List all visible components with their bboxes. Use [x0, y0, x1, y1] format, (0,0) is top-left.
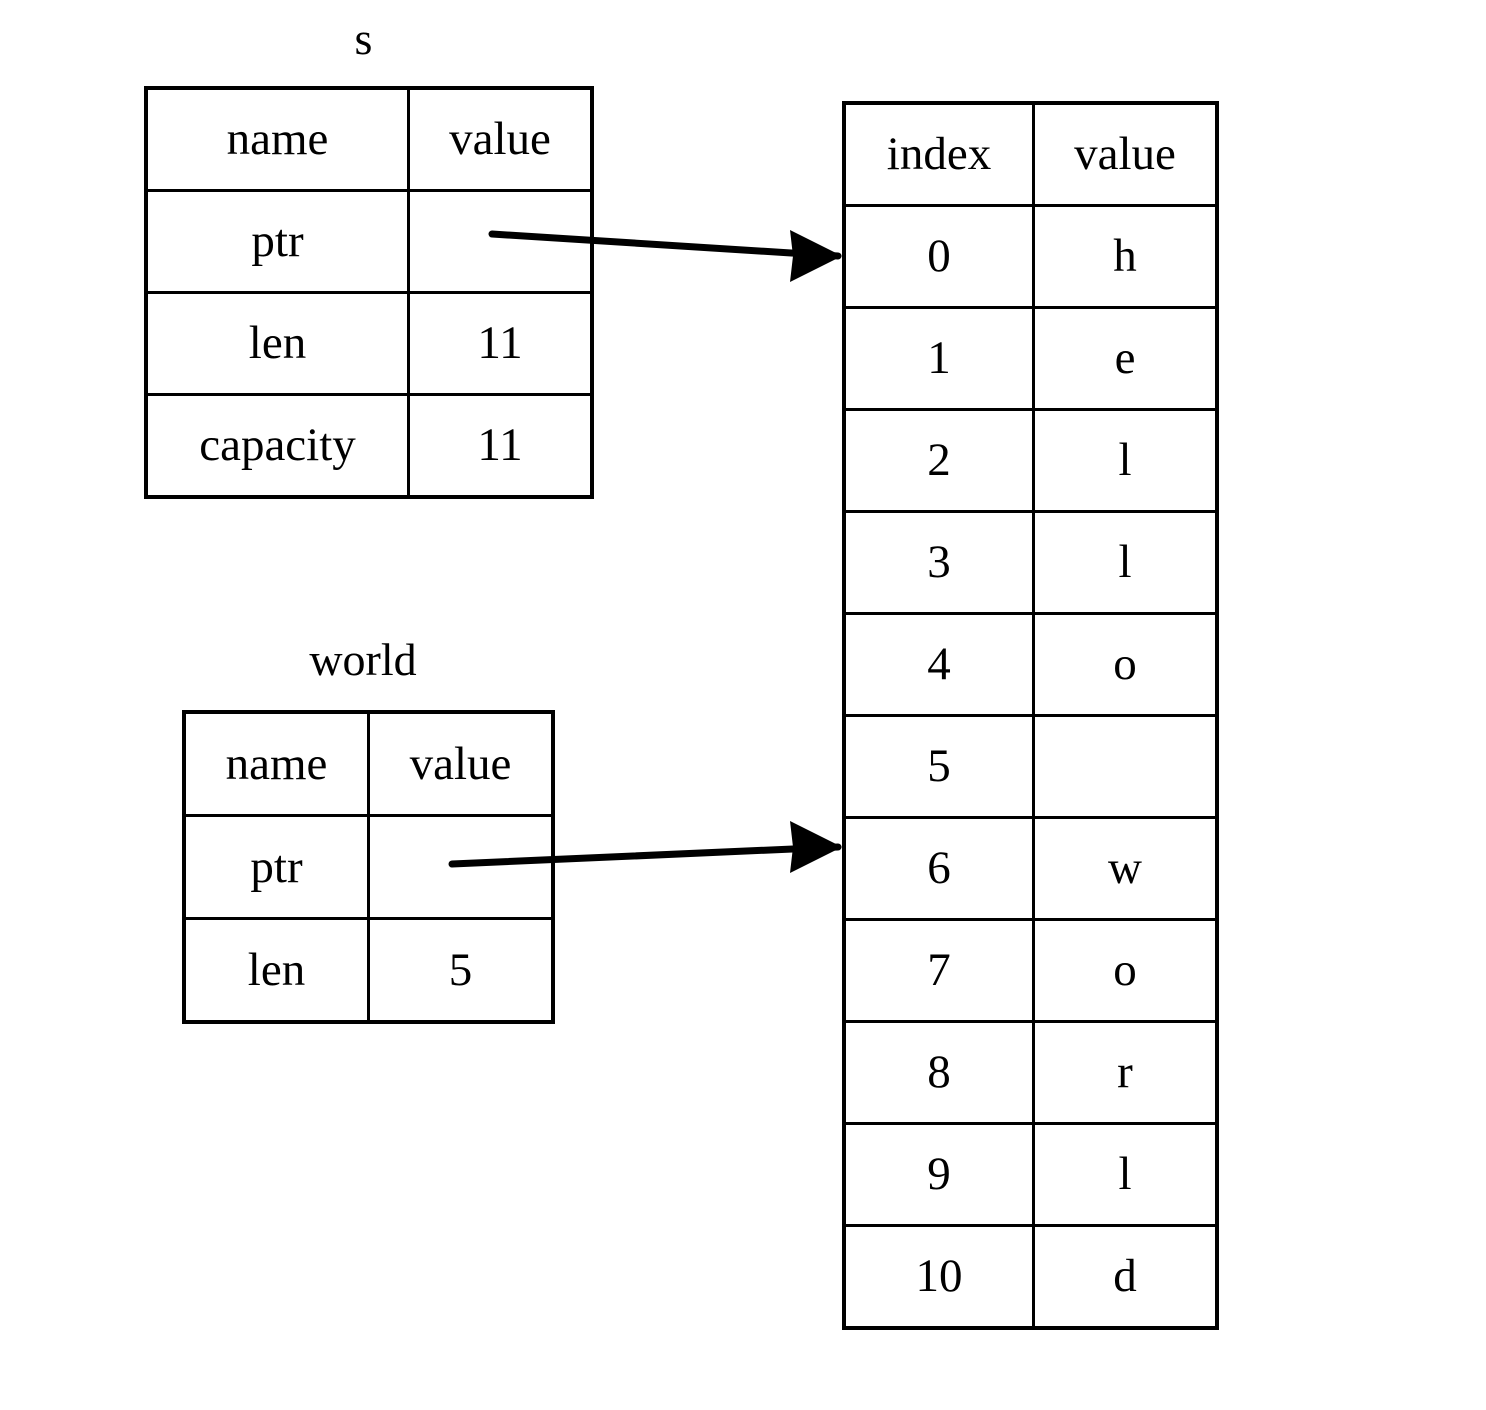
buffer-value-8: r	[1032, 1020, 1219, 1125]
world-header-name: name	[182, 710, 370, 817]
buffer-value-7: o	[1032, 918, 1219, 1023]
s-table-caption: s	[354, 13, 373, 64]
world-table-caption: world	[309, 634, 417, 685]
table-row: 0 h	[842, 204, 1219, 309]
s-header-value: value	[407, 86, 594, 192]
table-row: capacity 11	[144, 393, 594, 499]
world-field-value-len: 5	[367, 917, 555, 1024]
world-struct-table: name value ptr len 5	[182, 710, 555, 1024]
buffer-value-6: w	[1032, 816, 1219, 921]
table-row: 3 l	[842, 510, 1219, 615]
table-row: 2 l	[842, 408, 1219, 513]
table-row: 1 e	[842, 306, 1219, 411]
s-header-name: name	[144, 86, 410, 192]
world-header-value: value	[367, 710, 555, 817]
world-field-name-len: len	[182, 917, 370, 1024]
s-field-name-capacity: capacity	[144, 393, 410, 499]
table-row: 8 r	[842, 1020, 1219, 1125]
table-row: ptr	[182, 814, 555, 920]
buffer-value-4: o	[1032, 612, 1219, 717]
buffer-index-5: 5	[842, 714, 1035, 819]
buffer-index-8: 8	[842, 1020, 1035, 1125]
table-header-row: name value	[182, 710, 555, 817]
table-row: 4 o	[842, 612, 1219, 717]
table-header-row: name value	[144, 86, 594, 192]
buffer-index-2: 2	[842, 408, 1035, 513]
buffer-index-3: 3	[842, 510, 1035, 615]
buffer-index-9: 9	[842, 1122, 1035, 1227]
buffer-index-1: 1	[842, 306, 1035, 411]
table-row: 10 d	[842, 1224, 1219, 1330]
buffer-index-6: 6	[842, 816, 1035, 921]
buffer-table: index value 0 h 1 e 2 l 3 l 4 o	[842, 101, 1219, 1330]
table-header-row: index value	[842, 101, 1219, 207]
buffer-index-4: 4	[842, 612, 1035, 717]
s-struct-table: name value ptr len 11 capacity 11	[144, 86, 594, 499]
table-row: len 11	[144, 291, 594, 396]
s-field-value-capacity: 11	[407, 393, 594, 499]
buffer-value-10: d	[1032, 1224, 1219, 1330]
table-row: 7 o	[842, 918, 1219, 1023]
s-field-value-len: 11	[407, 291, 594, 396]
buffer-value-5	[1032, 714, 1219, 819]
buffer-value-9: l	[1032, 1122, 1219, 1227]
s-field-name-ptr: ptr	[144, 189, 410, 294]
buffer-header-value: value	[1032, 101, 1219, 207]
buffer-index-7: 7	[842, 918, 1035, 1023]
world-field-value-ptr	[367, 814, 555, 920]
world-field-name-ptr: ptr	[182, 814, 370, 920]
buffer-value-1: e	[1032, 306, 1219, 411]
table-row: ptr	[144, 189, 594, 294]
buffer-value-0: h	[1032, 204, 1219, 309]
table-row: 5	[842, 714, 1219, 819]
table-row: 6 w	[842, 816, 1219, 921]
buffer-header-index: index	[842, 101, 1035, 207]
table-row: 9 l	[842, 1122, 1219, 1227]
buffer-index-0: 0	[842, 204, 1035, 309]
buffer-value-3: l	[1032, 510, 1219, 615]
table-row: len 5	[182, 917, 555, 1024]
s-field-name-len: len	[144, 291, 410, 396]
s-field-value-ptr	[407, 189, 594, 294]
buffer-index-10: 10	[842, 1224, 1035, 1330]
buffer-value-2: l	[1032, 408, 1219, 513]
